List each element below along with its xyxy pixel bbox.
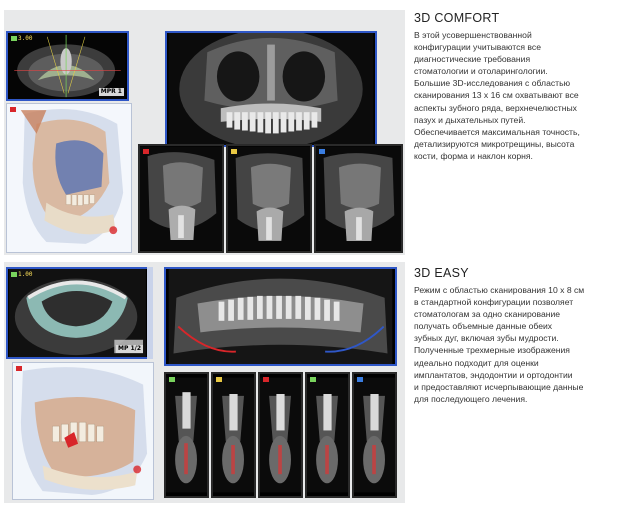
axial-slice-image <box>9 33 126 99</box>
view-color-tag <box>169 377 175 382</box>
cross-section-image <box>307 377 348 493</box>
body-line: Большие 3D-исследования с областью <box>414 78 571 89</box>
view-color-tag <box>231 149 237 154</box>
cross-section-5[interactable] <box>352 372 397 498</box>
volume-value-label: 1.00 <box>18 271 33 278</box>
cross-section-1[interactable] <box>164 372 209 498</box>
3d-jaw-render <box>13 363 153 499</box>
cross-section-image <box>140 146 222 251</box>
coronal-slice-image <box>168 33 374 145</box>
3d-render-panel[interactable] <box>12 362 154 500</box>
view-color-tag <box>357 377 363 382</box>
view-color-tag <box>310 377 316 382</box>
easy-viewer-screenshot: 1.00 MP 1/2 <box>4 262 405 503</box>
body-line: Режим с областью сканирования 10 х 8 см <box>414 285 585 295</box>
body-line: детализируются микротрещины, высота <box>414 138 575 149</box>
cross-section-image <box>166 377 207 493</box>
axial-jaw-panel[interactable]: 1.00 MP 1/2 <box>6 267 149 359</box>
body-line: В этой усовершенствованной <box>414 30 532 40</box>
mpr-label[interactable]: MP 1/2 <box>116 345 143 353</box>
cross-section-3[interactable] <box>258 372 303 498</box>
view-color-tag <box>143 149 149 154</box>
body-line: и предоставляют исчерпывающие данные <box>414 381 584 392</box>
volume-value-label: 3.00 <box>18 35 33 42</box>
body-line: сканирования 13 х 16 см охватывают все <box>414 90 579 101</box>
view-color-tag <box>263 377 269 382</box>
section-title: 3D COMFORT <box>414 11 500 25</box>
body-line: получать объемные данные обеих <box>414 321 553 332</box>
body-line: имплантатов, эндодонтии и ортодонтии <box>414 369 573 380</box>
body-line: зубных дуг, включая зубы мудрости. <box>414 333 559 344</box>
body-line: идеально подходит для оценки <box>414 357 539 368</box>
body-line: стоматологии и отоларингологии. <box>414 66 548 77</box>
body-line: стоматологам за одно сканирование <box>414 309 561 320</box>
cross-section-4[interactable] <box>305 372 350 498</box>
comfort-viewer-screenshot: 3.00 MPR 1 <box>4 10 405 255</box>
slice-slider[interactable] <box>147 267 153 359</box>
3d-render-panel[interactable] <box>6 103 132 253</box>
view-color-tag <box>11 272 17 277</box>
view-color-tag <box>319 149 325 154</box>
comfort-description: 3D COMFORT В этой усовершенствованной ко… <box>414 11 614 162</box>
view-color-tag <box>216 377 222 382</box>
axial-view-panel[interactable]: 3.00 MPR 1 <box>6 31 129 101</box>
easy-description: 3D EASY Режим с областью сканирования 10… <box>414 266 614 405</box>
cross-section-3[interactable] <box>314 144 403 253</box>
body-line: кости, форма и наклон корня. <box>414 150 533 161</box>
cross-section-image <box>316 146 401 251</box>
body-line: аспекты зубного ряда, верхнечелюстных <box>414 102 577 113</box>
mpr-label[interactable]: MPR 1 <box>98 88 124 96</box>
body-line: Обеспечивается максимальная точность, <box>414 126 580 137</box>
coronal-view-panel[interactable] <box>165 31 377 147</box>
body-line: в стандартной конфигурации позволяет <box>414 297 574 308</box>
section-title: 3D EASY <box>414 266 469 280</box>
view-color-tag <box>16 366 22 371</box>
body-line: пазух и дыхательных путей. <box>414 114 526 125</box>
view-color-tag <box>11 36 17 41</box>
axial-jaw-image <box>9 269 146 357</box>
panoramic-view-panel[interactable] <box>164 267 397 366</box>
body-line: для последующего лечения. <box>414 393 528 404</box>
cross-section-2[interactable] <box>211 372 256 498</box>
cross-section-image <box>213 377 254 493</box>
section-body: Режим с областью сканирования 10 х 8 см … <box>414 284 614 405</box>
cross-section-image <box>354 377 395 493</box>
cross-section-2[interactable] <box>226 144 312 253</box>
panoramic-image <box>168 269 393 364</box>
body-line: диагностические требования <box>414 54 531 65</box>
section-body: В этой усовершенствованной конфигурации … <box>414 29 614 162</box>
cross-section-1[interactable] <box>138 144 224 253</box>
body-line: Полученные трехмерные изображения <box>414 345 570 356</box>
body-line: конфигурации учитываются все <box>414 42 541 53</box>
cross-section-image <box>260 377 301 493</box>
cross-section-image <box>228 146 310 251</box>
3d-skull-render <box>7 104 131 252</box>
view-color-tag <box>10 107 16 112</box>
